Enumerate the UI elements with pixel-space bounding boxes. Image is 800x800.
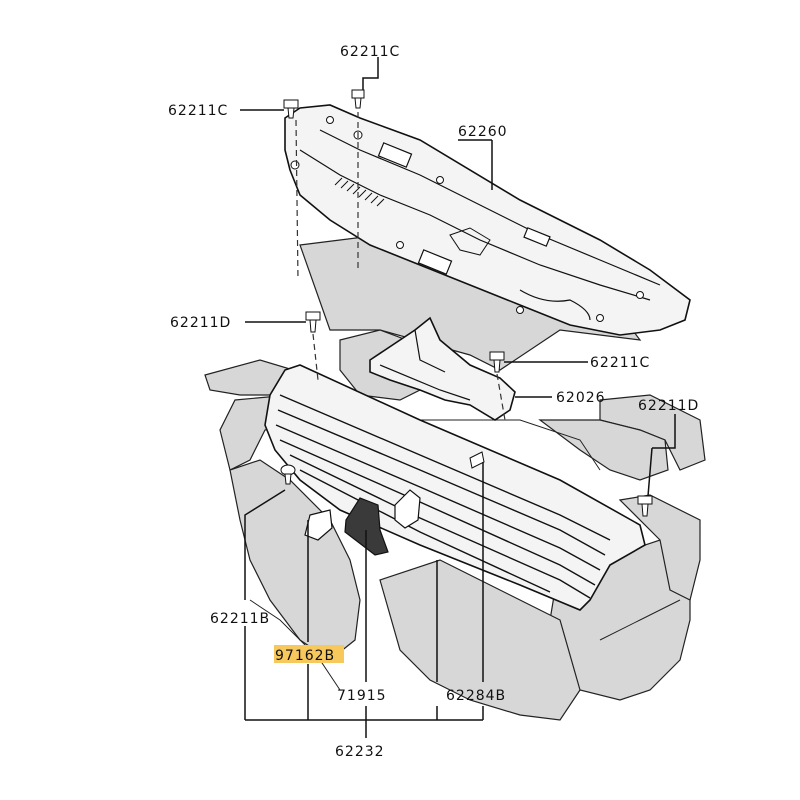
- upper-radiator-cover: [284, 104, 691, 336]
- fastener-bolt-icon: [469, 451, 485, 469]
- leader-lines: [240, 57, 676, 738]
- center-bracket: [369, 316, 516, 421]
- clip-far-right-icon: [637, 495, 653, 517]
- clip-top-icon: [351, 89, 365, 109]
- label-62026: 62026: [556, 390, 606, 406]
- alignment-lines: [295, 112, 506, 421]
- label-62211c-top: 62211C: [340, 44, 400, 60]
- label-62260: 62260: [458, 124, 508, 140]
- label-62211d-left: 62211D: [170, 315, 231, 331]
- label-62211c-right: 62211C: [590, 355, 650, 371]
- label-62211c-top-left: 62211C: [168, 103, 228, 119]
- clip-left-mid-icon: [305, 311, 321, 333]
- label-62284b: 62284B: [446, 688, 506, 704]
- clip-top-left-icon: [283, 99, 299, 119]
- label-97162b: 97162B: [275, 648, 335, 664]
- label-62232: 62232: [335, 744, 385, 760]
- clip-right-mid-icon: [489, 351, 505, 373]
- label-71915: 71915: [337, 688, 387, 704]
- highlight-marker: [274, 645, 344, 663]
- label-62211b: 62211B: [210, 611, 270, 627]
- label-62211d-right: 62211D: [638, 398, 699, 414]
- front-grille: [264, 364, 646, 611]
- clip-lower-left-icon: [280, 464, 296, 485]
